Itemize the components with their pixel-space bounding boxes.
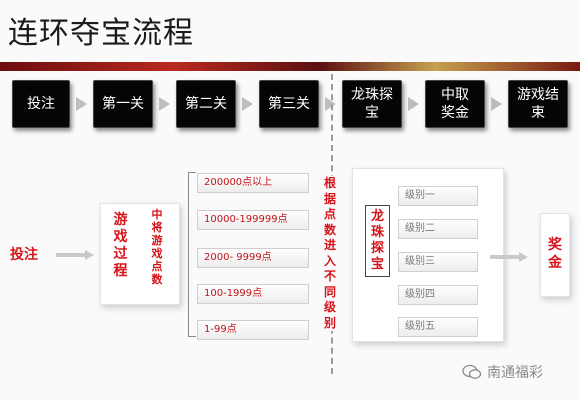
range-item: 200000点以上: [197, 173, 309, 193]
wechat-icon: [462, 364, 482, 379]
flow-arrow: [325, 97, 336, 111]
enter-levels-label: 根据点数进入不同级别: [323, 176, 337, 331]
flow-step-level1: 第一关: [93, 80, 153, 128]
level-item: 级别五: [398, 317, 478, 337]
flow-arrow: [242, 97, 253, 111]
flow-step-prize: 中取奖金: [425, 80, 485, 128]
level-item: 级别一: [398, 186, 478, 206]
prize-panel: [540, 213, 570, 297]
flow-arrow: [491, 97, 502, 111]
flow-step-dragon: 龙珠探宝: [342, 80, 402, 128]
level-item: 级别四: [398, 285, 478, 305]
level-item: 级别二: [398, 219, 478, 239]
arrow-icon: [56, 250, 94, 260]
dragon-treasure-label: 龙珠探宝: [370, 209, 384, 272]
watermark: 南通福彩: [462, 362, 543, 382]
range-item: 2000- 9999点: [197, 248, 309, 268]
game-process-label: 游戏过程: [113, 212, 128, 279]
arrow-icon: [490, 252, 530, 262]
flow-step-level2: 第二关: [176, 80, 236, 128]
flow-arrow: [76, 97, 87, 111]
page-title: 连环夺宝流程: [8, 16, 194, 51]
bet-label: 投注: [10, 247, 38, 263]
bracket: [188, 172, 196, 337]
range-item: 1-99点: [197, 320, 309, 340]
dragon-treasure-box: [365, 205, 390, 277]
flow-arrow: [159, 97, 170, 111]
prize-label: 奖金: [548, 237, 562, 271]
flow-step-level3: 第三关: [259, 80, 319, 128]
watermark-text: 南通福彩: [487, 365, 543, 381]
game-process-panel: [100, 203, 180, 305]
flow-step-end: 游戏结束: [508, 80, 568, 128]
range-item: 100-1999点: [197, 284, 309, 304]
mid-points-label: 中将游戏点数: [151, 208, 163, 286]
flow-arrow: [408, 97, 419, 111]
flow-step-bet: 投注: [12, 80, 70, 128]
decorative-band: [0, 62, 580, 71]
level-item: 级别三: [398, 252, 478, 272]
range-item: 10000-199999点: [197, 210, 309, 230]
